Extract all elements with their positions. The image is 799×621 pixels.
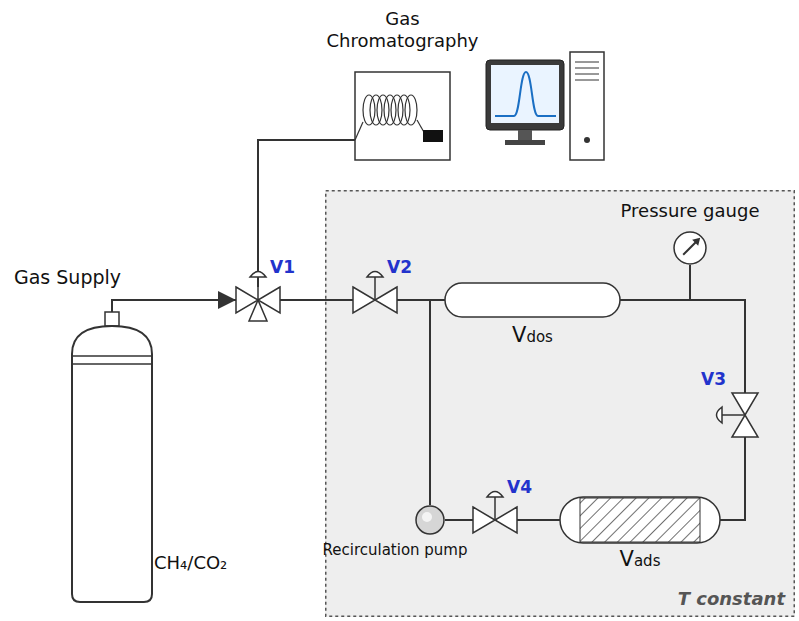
vessel-outline [445, 283, 620, 317]
gas-pipe [620, 300, 745, 393]
gas-pipe [445, 519, 473, 521]
gauge-outline [673, 231, 707, 265]
gc-instrument: Gas Chromatography [355, 72, 450, 160]
gas-pipe [112, 300, 236, 312]
pressure-gauge: Pressure gauge [673, 231, 707, 265]
adsorption-vessel: Vads [560, 497, 720, 543]
valvev-outline [732, 393, 758, 437]
gas-pipe [280, 299, 353, 301]
valve-symbol: V4 [473, 507, 517, 533]
computer-monitor [486, 60, 564, 145]
gas-pipe [430, 300, 445, 505]
dosing-vessel: Vdos [445, 283, 620, 317]
valve-label: V1 [270, 257, 314, 277]
pump-label: Recirculation pump [320, 541, 470, 559]
three-way-valve: V1 [236, 287, 280, 313]
hatched-outline [560, 497, 720, 543]
valve-symbol: V3 [732, 393, 758, 437]
temperature-region: T constantPressure gaugeV2VdosV3Recircul… [325, 190, 795, 617]
valve-outline [473, 507, 517, 533]
vessel-label: Vdos [445, 323, 620, 348]
valve-symbol: V2 [353, 287, 397, 313]
gas-pipe [720, 437, 745, 520]
valve-label: V4 [507, 477, 551, 497]
gas-pipe [620, 265, 690, 300]
cylinder-outline [72, 312, 152, 602]
valve3-outline [236, 287, 280, 313]
valve-label: V2 [387, 257, 431, 277]
gauge-label: Pressure gauge [590, 200, 790, 222]
vessel-label: Vads [560, 547, 720, 572]
gc-outline [355, 72, 450, 160]
valve-outline [353, 287, 397, 313]
cylinder-label: CH₄/CO₂ [154, 552, 264, 574]
pump-outline [415, 505, 445, 535]
flow-label: Gas Supply [14, 266, 121, 289]
instrument-label: Gas Chromatography [315, 8, 490, 51]
valve-label: V3 [686, 369, 726, 389]
gas-pipe [258, 140, 355, 287]
recirculation-pump: Recirculation pump [415, 505, 445, 535]
computer-tower [570, 52, 604, 160]
gas-cylinder: CH₄/CO₂ [72, 312, 152, 602]
gas-pipe [517, 519, 560, 521]
region-label: T constant [665, 588, 785, 610]
